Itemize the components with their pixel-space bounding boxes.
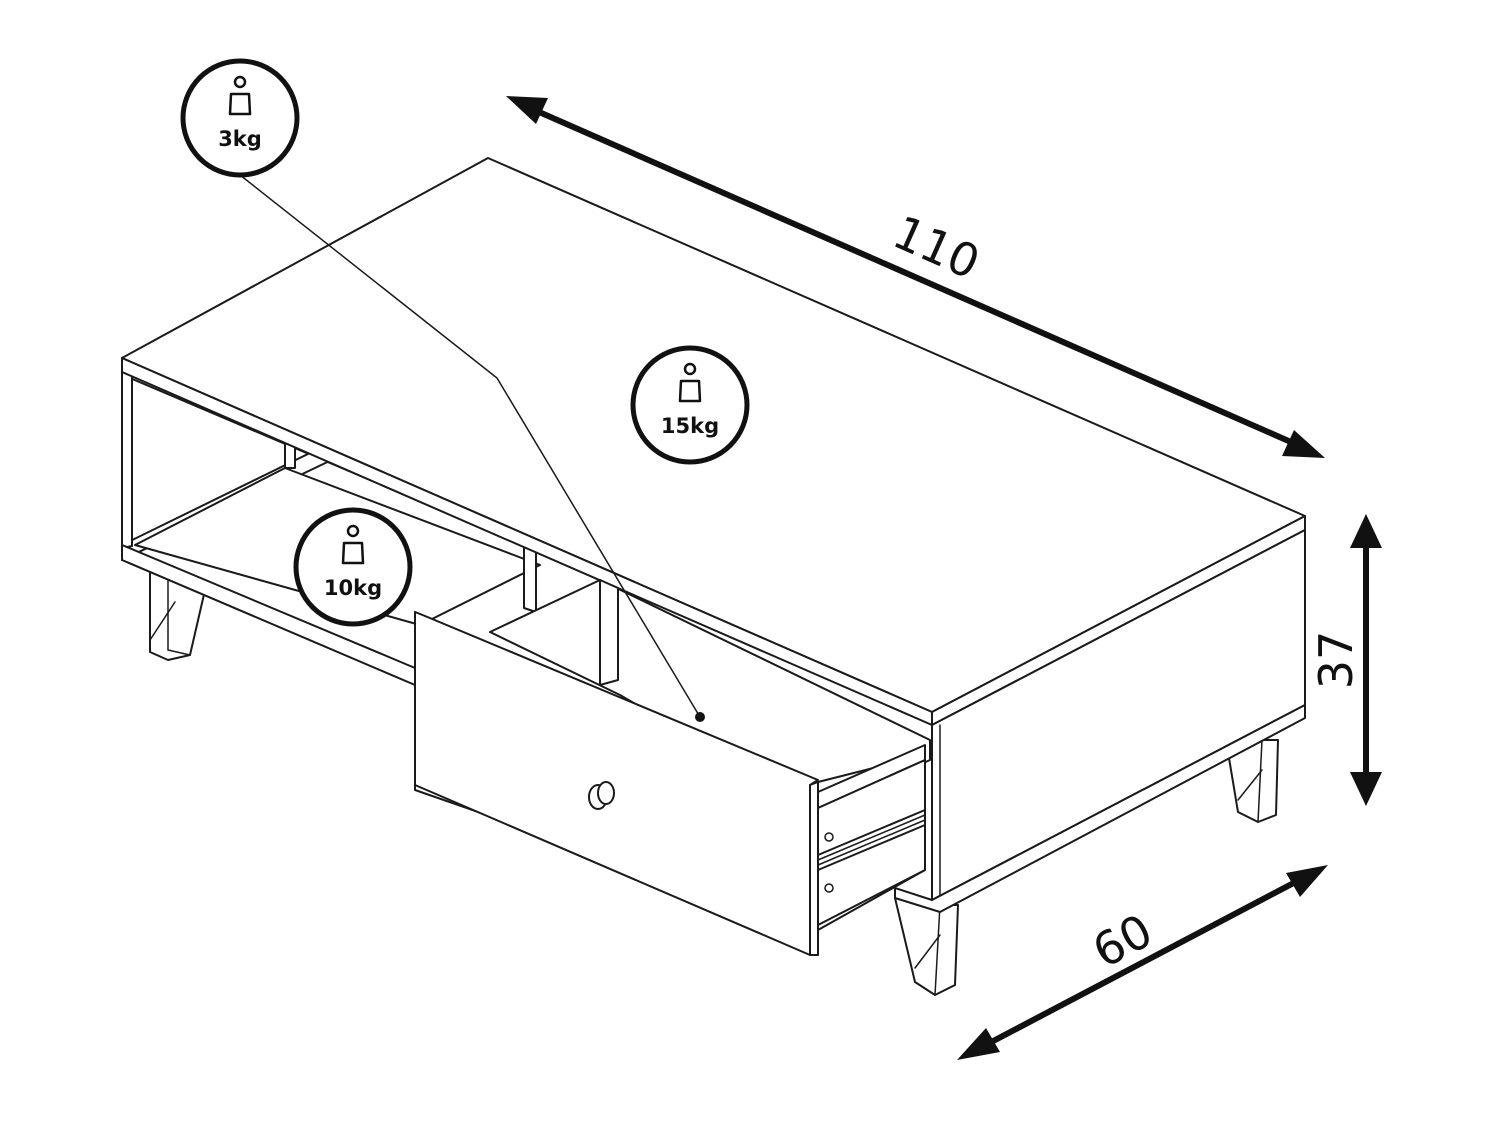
leader-line xyxy=(239,174,701,718)
load-badge-shelf: 10kg xyxy=(293,507,413,627)
height-label: 37 xyxy=(1309,631,1363,690)
drawer[interactable] xyxy=(414,611,926,956)
dimension-height: 37 xyxy=(1309,514,1382,806)
load-badge-top: 15kg xyxy=(630,345,750,465)
load-label-top: 15kg xyxy=(661,414,719,438)
load-label-drawer: 3kg xyxy=(218,127,262,151)
length-label: 110 xyxy=(885,205,987,290)
weight-icon xyxy=(228,75,252,116)
weight-icon xyxy=(678,362,702,403)
leg-back-left xyxy=(149,571,206,661)
left-side-panel xyxy=(121,357,133,549)
depth-label: 60 xyxy=(1084,903,1161,978)
weight-icon xyxy=(341,524,365,565)
dimension-depth: 60 xyxy=(957,865,1328,1060)
drawer-knob[interactable] xyxy=(588,781,615,810)
load-badge-drawer: 3kg xyxy=(180,58,300,178)
load-label-shelf: 10kg xyxy=(324,576,382,600)
leg-front xyxy=(894,897,959,996)
